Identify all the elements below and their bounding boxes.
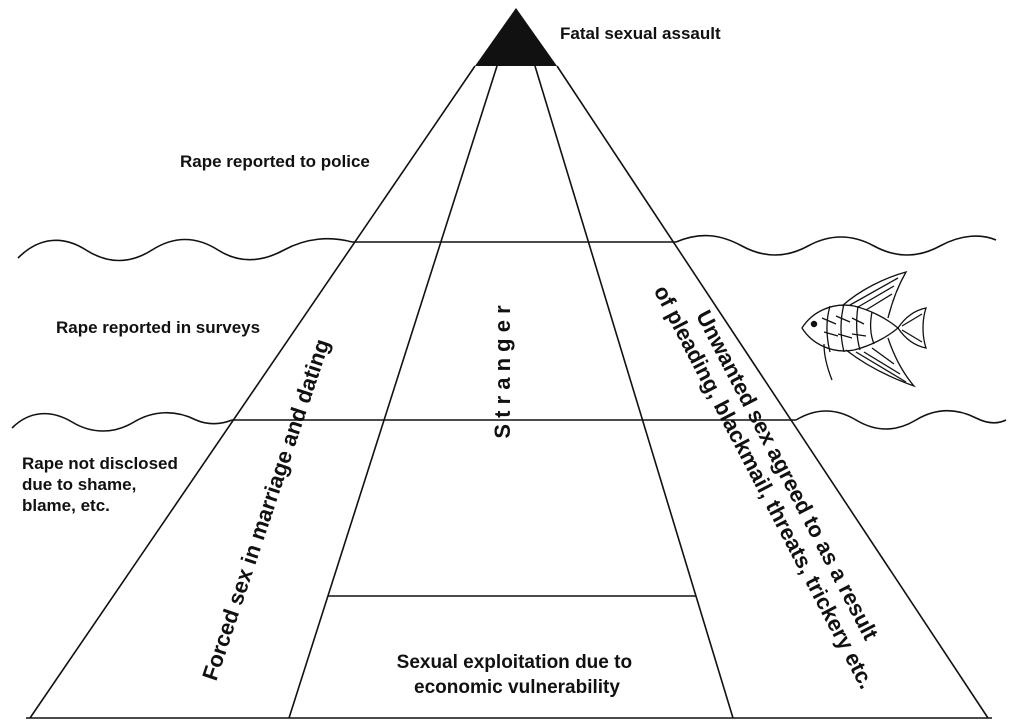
- label-not-disclosed-line-2: due to shame,: [22, 475, 136, 494]
- label-exploitation: Sexual exploitation due to economic vuln…: [397, 652, 638, 698]
- label-not-disclosed: Rape not disclosed due to shame, blame, …: [22, 454, 183, 515]
- label-police: Rape reported to police: [180, 152, 370, 171]
- label-surveys: Rape reported in surveys: [56, 318, 260, 337]
- label-forced-sex: Forced sex in marriage and dating: [197, 336, 334, 684]
- water-line-lower: [11, 409, 1007, 432]
- inner-left-line: [288, 65, 498, 719]
- pyramid-left-edge: [29, 65, 476, 719]
- water-line-upper: [17, 234, 997, 262]
- label-not-disclosed-line-3: blame, etc.: [22, 496, 110, 515]
- angelfish-icon: [801, 270, 927, 388]
- apex-triangle: [475, 8, 557, 66]
- label-exploitation-line-2: economic vulnerability: [414, 677, 620, 698]
- label-stranger: S t r a n g e r: [490, 305, 515, 439]
- pyramid-right-edge: [556, 65, 989, 719]
- label-apex: Fatal sexual assault: [560, 24, 721, 43]
- inner-right-line: [534, 65, 734, 719]
- label-exploitation-line-1: Sexual exploitation due to: [397, 652, 632, 673]
- label-not-disclosed-line-1: Rape not disclosed: [22, 454, 178, 473]
